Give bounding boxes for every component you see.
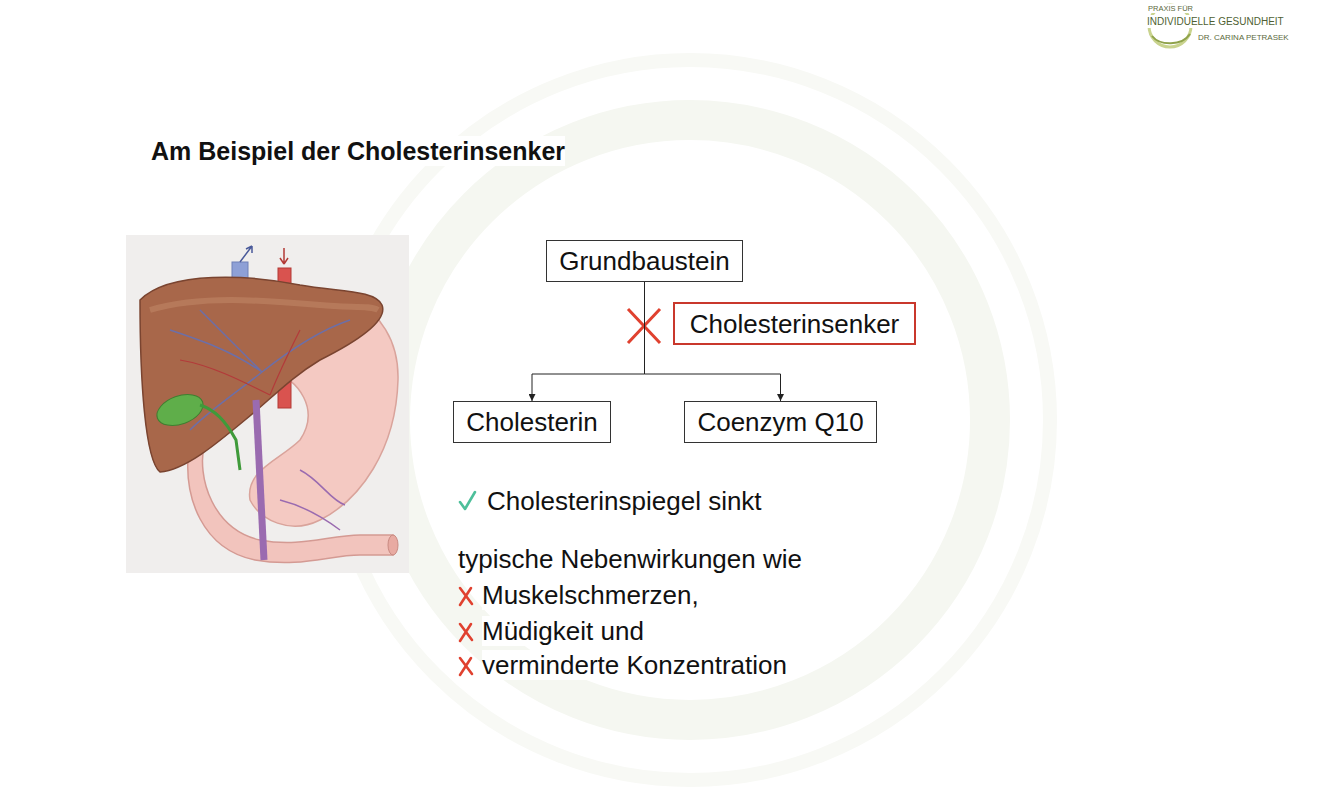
node-text: Coenzym Q10 — [697, 407, 863, 437]
liver-illustration — [126, 235, 409, 573]
product-box: Coenzym Q10 — [684, 401, 877, 443]
logo-text: DR. CARINA PETRASEK — [1198, 33, 1289, 43]
side-effect-heading: typische Nebenwirkungen wie — [458, 544, 802, 574]
node-text: Grundbaustein — [559, 246, 730, 276]
benefit-note: Cholesterinspiegel sinkt — [487, 486, 762, 516]
watermark-ring — [330, 60, 1050, 780]
watermark-ring — [390, 120, 990, 720]
cross-mark — [460, 658, 472, 675]
process-box: Grundbaustein — [546, 240, 743, 282]
check-mark — [460, 492, 475, 509]
product-box: Cholesterin — [453, 401, 611, 443]
logo-text: INDIVIDUELLE GESUNDHEIT — [1147, 15, 1284, 28]
logo-text: PRAXIS FÜR — [1148, 4, 1193, 13]
cross-mark — [460, 588, 472, 605]
node-text: Cholesterin — [466, 407, 598, 437]
branch-connector — [532, 282, 645, 401]
side-effect-item: Müdigkeit und — [482, 616, 644, 646]
drug-box: Cholesterinsenker — [673, 302, 916, 345]
side-effect-item: Muskelschmerzen, — [482, 580, 699, 610]
cross-mark — [460, 624, 472, 641]
slide-title: Am Beispiel der Cholesterinsenker — [151, 136, 565, 166]
node-text: Cholesterinsenker — [690, 309, 900, 339]
side-effect-item: verminderte Konzentration — [482, 650, 787, 680]
